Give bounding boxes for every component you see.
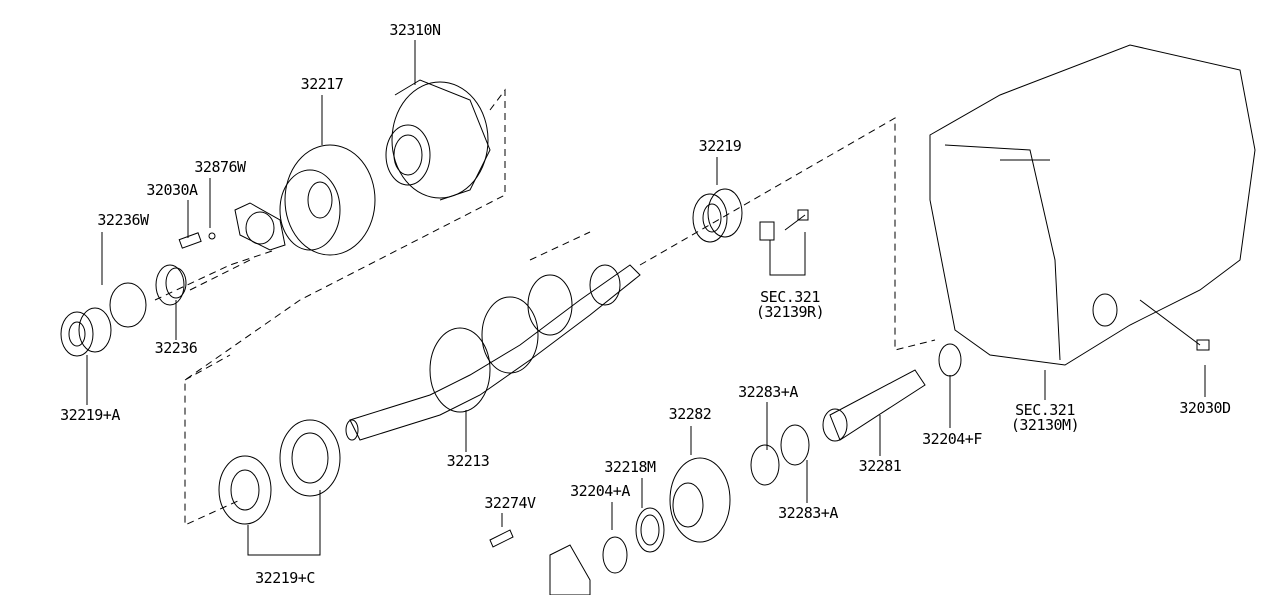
callout-32283-a-bottom[interactable]: 32283+A xyxy=(778,504,838,522)
bolt-sec321 xyxy=(759,209,809,241)
callout-32236[interactable]: 32236 xyxy=(154,339,198,357)
callout-32274V[interactable]: 32274V xyxy=(484,494,536,512)
callout-32876W[interactable]: 32876W xyxy=(194,158,246,176)
callout-sec321-32130m[interactable]: SEC.321 (32130M) xyxy=(1010,401,1080,434)
callout-32218M[interactable]: 32218M xyxy=(604,458,656,476)
transmission-case xyxy=(929,44,1256,366)
callout-32281[interactable]: 32281 xyxy=(858,457,902,475)
callout-32213[interactable]: 32213 xyxy=(446,452,490,470)
bolt-32030A xyxy=(178,232,216,249)
shaft-32281 xyxy=(822,369,926,442)
callout-32283-a-top[interactable]: 32283+A xyxy=(738,383,798,401)
callout-sec321-32139r[interactable]: SEC.321 (32139R) xyxy=(755,288,825,321)
partial-part-bottom xyxy=(549,544,591,595)
callout-32030D[interactable]: 32030D xyxy=(1179,399,1231,417)
sec-ref-label: SEC.321 xyxy=(760,288,820,306)
gear-32217 xyxy=(279,144,376,256)
callout-32204-a[interactable]: 32204+A xyxy=(570,482,630,500)
bearing-32219 xyxy=(692,188,743,243)
needle-bearing-32283A xyxy=(750,424,810,486)
callout-32282[interactable]: 32282 xyxy=(668,405,712,423)
nut-32236 xyxy=(155,264,187,306)
plate-32876W xyxy=(234,202,286,251)
gear-32310N xyxy=(385,79,491,201)
callout-32219[interactable]: 32219 xyxy=(698,137,742,155)
callout-32236W[interactable]: 32236W xyxy=(97,211,149,229)
snap-ring-32236W xyxy=(109,282,147,328)
bearing-32219A xyxy=(60,307,112,357)
snap-ring-32204F xyxy=(938,343,962,377)
bearing-32219C xyxy=(218,419,341,525)
callout-32217[interactable]: 32217 xyxy=(300,75,344,93)
gear-32282 xyxy=(669,457,731,543)
callout-32310N[interactable]: 32310N xyxy=(389,21,441,39)
bolt-32030D xyxy=(1139,299,1210,351)
snap-ring-32204A xyxy=(602,536,628,574)
leader-lines xyxy=(86,40,1206,556)
callout-32204-f[interactable]: 32204+F xyxy=(922,430,982,448)
callout-32219-a[interactable]: 32219+A xyxy=(60,406,120,424)
washer-32218M xyxy=(635,507,665,553)
pin-32274V xyxy=(489,529,514,548)
mainshaft-32213 xyxy=(345,264,641,441)
sec-part-label: (32130M) xyxy=(1010,416,1080,434)
dashed-assembly-outline xyxy=(154,88,936,526)
callout-32030A[interactable]: 32030A xyxy=(146,181,198,199)
sec-ref-label: SEC.321 xyxy=(1015,401,1075,419)
callout-32219-c[interactable]: 32219+C xyxy=(255,569,315,587)
sec-part-label: (32139R) xyxy=(755,303,825,321)
